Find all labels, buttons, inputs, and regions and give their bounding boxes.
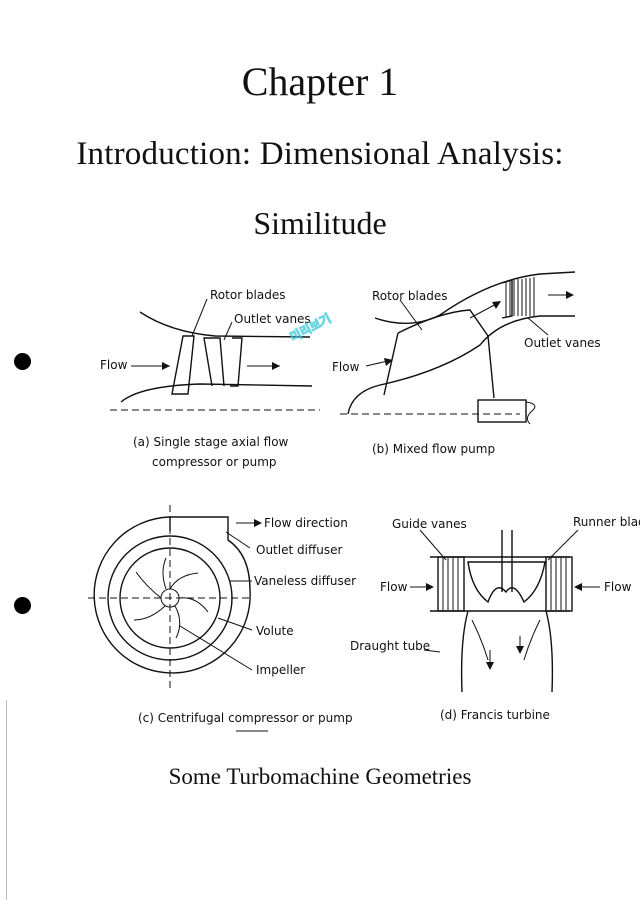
watermark-text: 미리보기 — [288, 311, 334, 344]
label-rotor-blades-a: Rotor blades — [210, 288, 286, 302]
label-outlet-vanes-a: Outlet vanes — [234, 312, 311, 326]
caption-c: (c) Centrifugal compressor or pump — [138, 711, 353, 725]
label-impeller: Impeller — [256, 663, 305, 677]
caption-d: (d) Francis turbine — [440, 708, 550, 722]
label-flow-a: Flow — [100, 358, 128, 372]
figure-axial-compressor: Rotor blades Outlet vanes Flow (a) Singl… — [100, 288, 320, 469]
margin-line-bottom — [6, 700, 7, 900]
label-outlet-vanes-b: Outlet vanes — [524, 336, 601, 350]
caption-a-line2: compressor or pump — [152, 455, 277, 469]
watermark: 미리보기 — [287, 310, 334, 345]
label-flow-b: Flow — [332, 360, 360, 374]
figure-francis-turbine: Guide vanes Runner blad Flow Flow Draugh… — [350, 515, 640, 722]
chapter-heading: Chapter 1 — [241, 59, 399, 104]
label-outlet-diffuser: Outlet diffuser — [256, 543, 342, 557]
label-rotor-blades-b: Rotor blades — [372, 289, 448, 303]
label-guide-vanes: Guide vanes — [392, 517, 467, 531]
figure-mixed-flow-pump: Rotor blades Outlet vanes Flow (b) Mixed… — [332, 271, 601, 456]
caption-a-line1: (a) Single stage axial flow — [133, 435, 289, 449]
punch-hole-bottom — [14, 597, 31, 614]
chapter-subtitle: Similitude — [253, 205, 387, 241]
punch-hole-top — [14, 353, 31, 370]
label-volute: Volute — [256, 624, 294, 638]
label-runner-blades: Runner blad — [573, 515, 640, 529]
label-flow-d-right: Flow — [604, 580, 632, 594]
label-vaneless-diffuser: Vaneless diffuser — [254, 574, 356, 588]
caption-b: (b) Mixed flow pump — [372, 442, 495, 456]
chapter-title: Introduction: Dimensional Analysis: — [76, 136, 564, 172]
figure-centrifugal-compressor: Flow direction Outlet diffuser Vaneless … — [88, 505, 356, 732]
figure-caption: Some Turbomachine Geometries — [168, 764, 472, 789]
label-flow-direction: Flow direction — [264, 516, 348, 530]
label-flow-d-left: Flow — [380, 580, 408, 594]
label-draught-tube: Draught tube — [350, 639, 430, 653]
